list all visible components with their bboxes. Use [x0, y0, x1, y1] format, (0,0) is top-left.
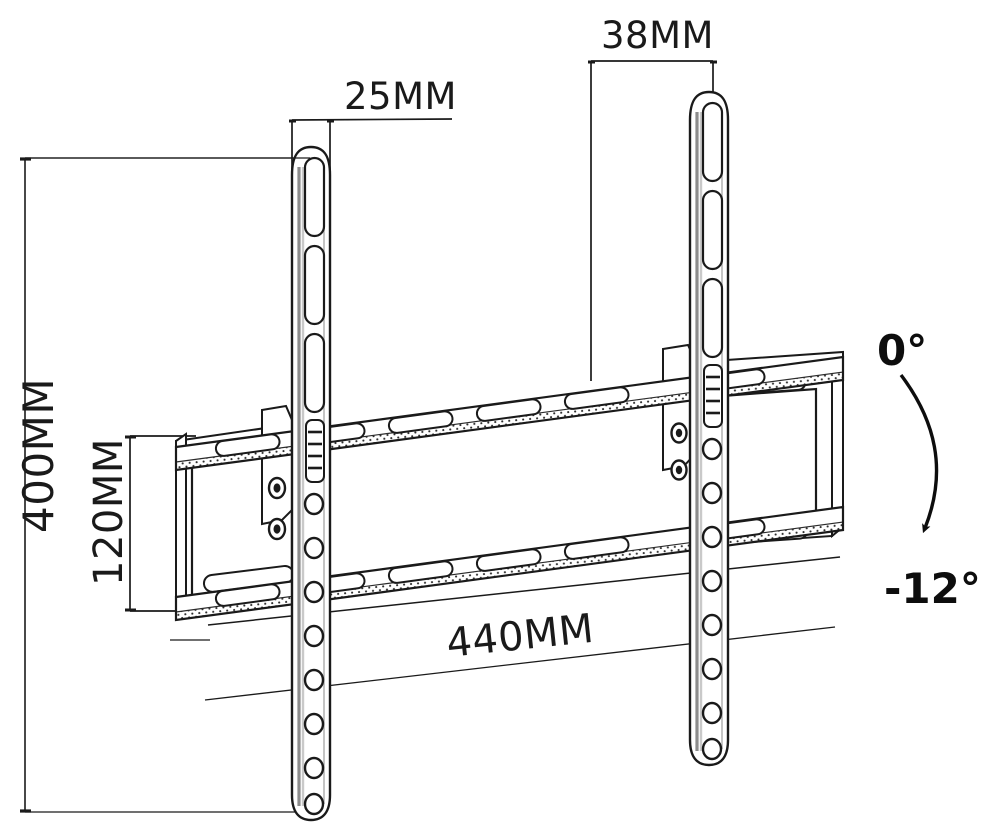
- plate-height-dimension-label: 120MM: [86, 438, 132, 586]
- rail-width-dimension-label: 25MM: [344, 75, 457, 118]
- left-vertical-rail: [290, 145, 332, 822]
- right-vertical-rail: [688, 90, 730, 767]
- curved-down-arrow-icon: [899, 373, 939, 534]
- tilt-end-label: -12°: [884, 564, 981, 613]
- right-tilt-knuckle: [662, 343, 695, 481]
- tilt-range-indicator: 0° -12°: [877, 326, 981, 613]
- rail-offset-dimension-label: 38MM: [601, 14, 714, 57]
- tilt-start-label: 0°: [877, 326, 927, 375]
- overall-height-dimension-label: 400MM: [14, 378, 63, 533]
- rail-offset-dimension: [588, 60, 717, 381]
